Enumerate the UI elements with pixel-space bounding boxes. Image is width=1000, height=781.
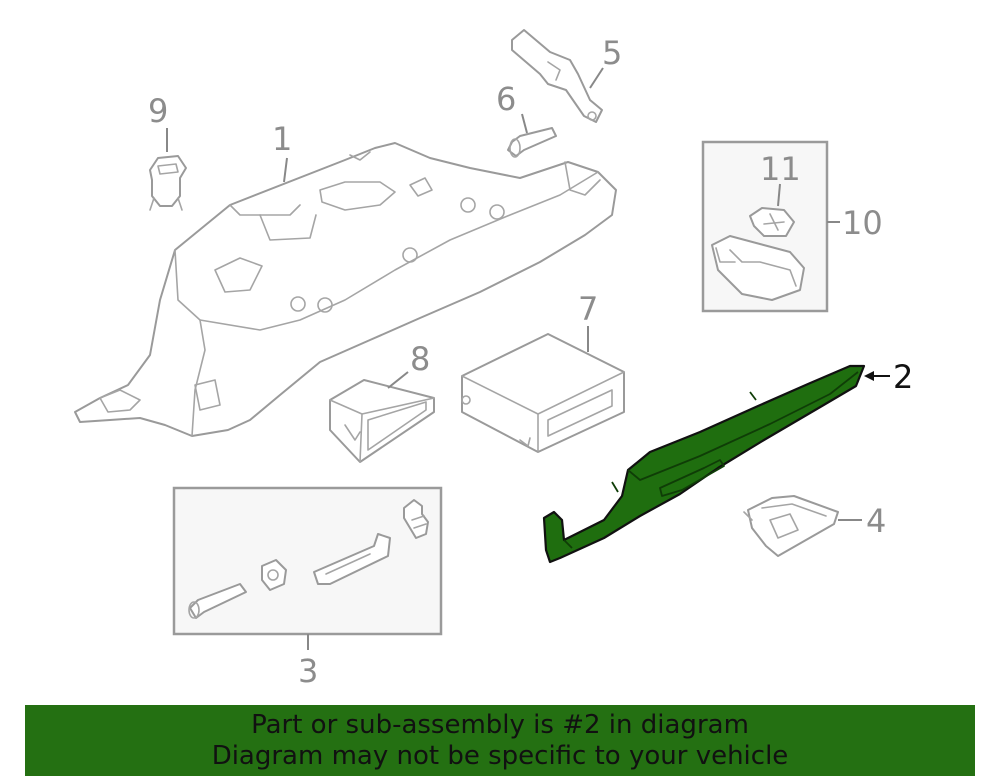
callout-11: 11: [760, 150, 801, 188]
kit-box-3: [172, 486, 443, 636]
callout-1: 1: [272, 120, 292, 158]
leader-11: [777, 183, 781, 207]
callout-9: 9: [148, 92, 168, 130]
callout-10: 10: [842, 204, 883, 242]
part-4-latch: [743, 495, 839, 557]
part-5-damper: [511, 29, 603, 123]
callout-5: 5: [602, 34, 622, 72]
leader-5: [589, 67, 604, 89]
banner-line-1: Part or sub-assembly is #2 in diagram: [251, 709, 749, 740]
part-11-bulb: [749, 207, 795, 237]
callout-2: 2: [893, 358, 913, 396]
banner-line-2: Diagram may not be specific to your vehi…: [211, 740, 789, 771]
kit-box-10: [701, 140, 829, 313]
kit-3-bracket: [313, 533, 391, 585]
leader-8: [387, 371, 409, 389]
part-2-glove-box-door: [542, 364, 866, 564]
kit-3-pin: [188, 583, 247, 619]
part-1-glove-box-housing: [74, 142, 617, 437]
kit-3-screw: [403, 499, 429, 539]
part-7-tray: [461, 333, 625, 453]
part-6-pin: [507, 127, 557, 158]
leader-2-arrowhead: [864, 371, 874, 381]
lamp-housing: [711, 235, 805, 301]
leader-1: [283, 157, 288, 183]
kit-3-nut: [261, 559, 287, 591]
callout-8: 8: [410, 340, 430, 378]
callout-3: 3: [298, 652, 318, 690]
callout-4: 4: [866, 502, 886, 540]
callout-7: 7: [578, 290, 598, 328]
info-banner: Part or sub-assembly is #2 in diagram Di…: [25, 705, 975, 776]
leader-6: [521, 113, 528, 134]
callout-6: 6: [496, 80, 516, 118]
part-8-bin: [329, 379, 435, 463]
part-9-clip: [149, 155, 187, 211]
